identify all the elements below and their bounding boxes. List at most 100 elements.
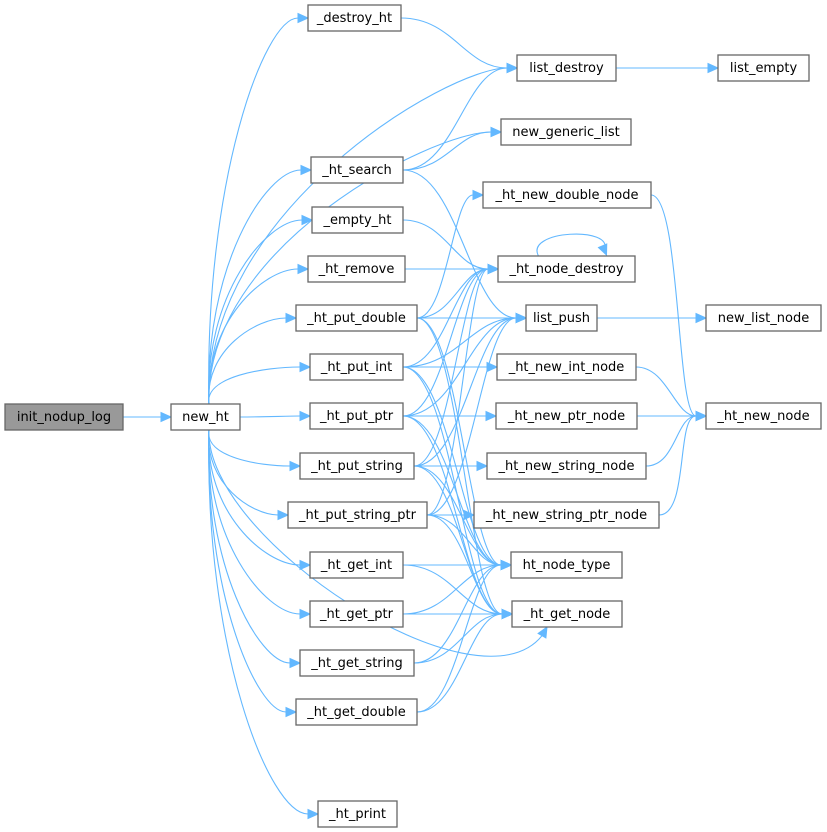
node-box: [307, 4, 402, 32]
node-new-ht[interactable]: new_ht: [170, 403, 241, 431]
edge-ht-put-double-to-ht-node-type: [416, 317, 502, 566]
edge-ht-get-ptr-to-ht-node-type: [402, 564, 502, 615]
edge-list-push-to-new-list-node-arrowhead: [695, 312, 708, 324]
edge-new-ht-to-ht-get-int-arrowhead: [299, 559, 312, 571]
node-label: _ht_new_node: [716, 409, 809, 424]
edge-new-ht-to-empty-ht: [208, 219, 303, 405]
nodes-layer: init_nodup_log new_ht _destroy_ht _ht_searc…: [4, 4, 822, 828]
node-box: [309, 353, 404, 381]
edge-ht-put-string-ptr-to-ht-node-type: [426, 514, 502, 566]
node-ht-new-string-node[interactable]: _ht_new_string_node: [486, 452, 647, 480]
edge-ht-put-ptr-to-ht-new-ptr-node-arrowhead: [485, 410, 498, 422]
edge-new-ht-to-ht-put-string-arrowhead: [289, 460, 302, 472]
node-box: [482, 181, 652, 209]
edge-ht-get-string-to-ht-get-node: [413, 613, 503, 664]
node-list-push[interactable]: list_push: [525, 304, 598, 332]
node-ht-put-int[interactable]: _ht_put_int: [309, 353, 404, 381]
edge-new-ht-to-ht-get-string: [208, 429, 291, 664]
edge-ht-put-string-ptr-to-ht-new-string-ptr-node-arrowhead: [463, 509, 476, 521]
node-box: [307, 255, 406, 283]
edge-ht-search-to-list-push: [402, 169, 517, 319]
node-list-destroy[interactable]: list_destroy: [516, 54, 617, 82]
node-init-nodup-log[interactable]: init_nodup_log: [4, 403, 124, 431]
node-box: [299, 649, 415, 677]
edge-ht-get-double-to-ht-node-type: [416, 564, 502, 713]
edge-empty-ht-to-ht-node-destroy: [402, 219, 489, 270]
node-label: _ht_search: [321, 163, 392, 178]
edge-ht-put-string-ptr-to-ht-node-destroy-arrowhead: [487, 263, 500, 275]
edge-ht-put-double-to-ht-new-double-node-arrowhead: [472, 189, 485, 201]
node-label: list_empty: [730, 61, 798, 76]
node-label: new_generic_list: [512, 125, 620, 140]
edge-new-ht-to-ht-put-int-arrowhead: [299, 361, 312, 373]
node-list-empty[interactable]: list_empty: [717, 54, 810, 82]
node-box: [309, 551, 404, 579]
node-label: new_ht: [182, 410, 229, 425]
node-ht-get-string[interactable]: _ht_get_string: [299, 649, 415, 677]
node-destroy-ht[interactable]: _destroy_ht: [307, 4, 402, 32]
edge-new-ht-to-ht-get-double-arrowhead: [285, 706, 298, 718]
edge-ht-new-string-ptr-node-to-ht-new-node-arrowhead: [695, 410, 708, 422]
node-box: [497, 255, 636, 283]
edge-new-ht-to-ht-get-node-arrowhead: [537, 625, 548, 639]
edge-ht-put-int-to-ht-new-int-node-arrowhead: [486, 361, 499, 373]
node-ht-new-double-node[interactable]: _ht_new_double_node: [482, 181, 652, 209]
edge-new-ht-to-ht-print: [208, 429, 309, 815]
node-empty-ht[interactable]: _empty_ht: [311, 206, 404, 234]
node-ht-search[interactable]: _ht_search: [310, 156, 404, 184]
node-ht-put-double[interactable]: _ht_put_double: [295, 304, 418, 332]
edge-ht-put-int-to-ht-node-destroy: [402, 268, 489, 368]
node-box: [309, 402, 404, 430]
node-label: _ht_print: [328, 807, 386, 822]
node-box: [510, 551, 623, 579]
edge-ht-put-string-to-list-push: [413, 317, 517, 467]
node-ht-get-double[interactable]: _ht_get_double: [295, 698, 418, 726]
edge-ht-put-string-ptr-to-list-push: [426, 317, 517, 516]
node-ht-get-int[interactable]: _ht_get_int: [309, 551, 404, 579]
edge-ht-put-string-ptr-to-ht-node-destroy: [426, 268, 489, 516]
node-label: _ht_node_destroy: [508, 262, 623, 277]
node-ht-get-node[interactable]: _ht_get_node: [511, 600, 623, 628]
node-ht-node-type[interactable]: ht_node_type: [510, 551, 623, 579]
node-box: [525, 304, 598, 332]
edge-new-ht-to-ht-remove: [208, 268, 299, 405]
edge-new-ht-to-ht-get-string-arrowhead: [289, 657, 302, 669]
node-ht-print[interactable]: _ht_print: [317, 800, 398, 828]
node-label: ht_node_type: [523, 558, 611, 573]
edge-ht-new-string-node-to-ht-new-node: [645, 415, 697, 467]
node-box: [500, 118, 632, 146]
edge-ht-new-string-ptr-node-to-ht-new-node: [658, 415, 697, 516]
edge-ht-search-to-new-generic-list-arrowhead: [490, 126, 503, 138]
edge-new-ht-to-ht-get-ptr-arrowhead: [299, 608, 312, 620]
node-ht-put-string[interactable]: _ht_put_string: [299, 452, 415, 480]
node-ht-remove[interactable]: _ht_remove: [307, 255, 406, 283]
node-box: [495, 402, 638, 430]
node-ht-new-ptr-node[interactable]: _ht_new_ptr_node: [495, 402, 638, 430]
node-box: [295, 698, 418, 726]
node-ht-new-string-ptr-node[interactable]: _ht_new_string_ptr_node: [473, 501, 660, 529]
node-new-generic-list[interactable]: new_generic_list: [500, 118, 632, 146]
node-box: [311, 206, 404, 234]
node-label: _ht_get_ptr: [319, 607, 394, 622]
node-ht-get-ptr[interactable]: _ht_get_ptr: [309, 600, 404, 628]
edge-new-ht-to-ht-put-int: [208, 366, 301, 405]
node-box: [170, 403, 241, 431]
node-label: _ht_put_double: [306, 311, 406, 326]
node-ht-put-ptr[interactable]: _ht_put_ptr: [309, 402, 404, 430]
node-label: _ht_remove: [318, 262, 395, 277]
node-label: _destroy_ht: [316, 11, 392, 26]
edge-new-ht-to-ht-get-double: [208, 429, 287, 713]
node-label: _empty_ht: [322, 213, 391, 228]
node-label: _ht_new_int_node: [508, 360, 625, 375]
edge-ht-get-double-to-ht-get-node-arrowhead: [501, 608, 514, 620]
node-new-list-node[interactable]: new_list_node: [705, 304, 822, 332]
edge-new-ht-to-ht-print-arrowhead: [307, 808, 320, 820]
node-box: [516, 54, 617, 82]
node-ht-node-destroy[interactable]: _ht_node_destroy: [497, 255, 636, 283]
node-ht-new-node[interactable]: _ht_new_node: [705, 402, 822, 430]
node-ht-put-string-ptr[interactable]: _ht_put_string_ptr: [287, 501, 428, 529]
node-label: _ht_put_int: [320, 360, 392, 375]
node-ht-new-int-node[interactable]: _ht_new_int_node: [496, 353, 637, 381]
edge-ht-put-string-ptr-to-list-push-arrowhead: [515, 312, 528, 324]
node-box: [309, 600, 404, 628]
